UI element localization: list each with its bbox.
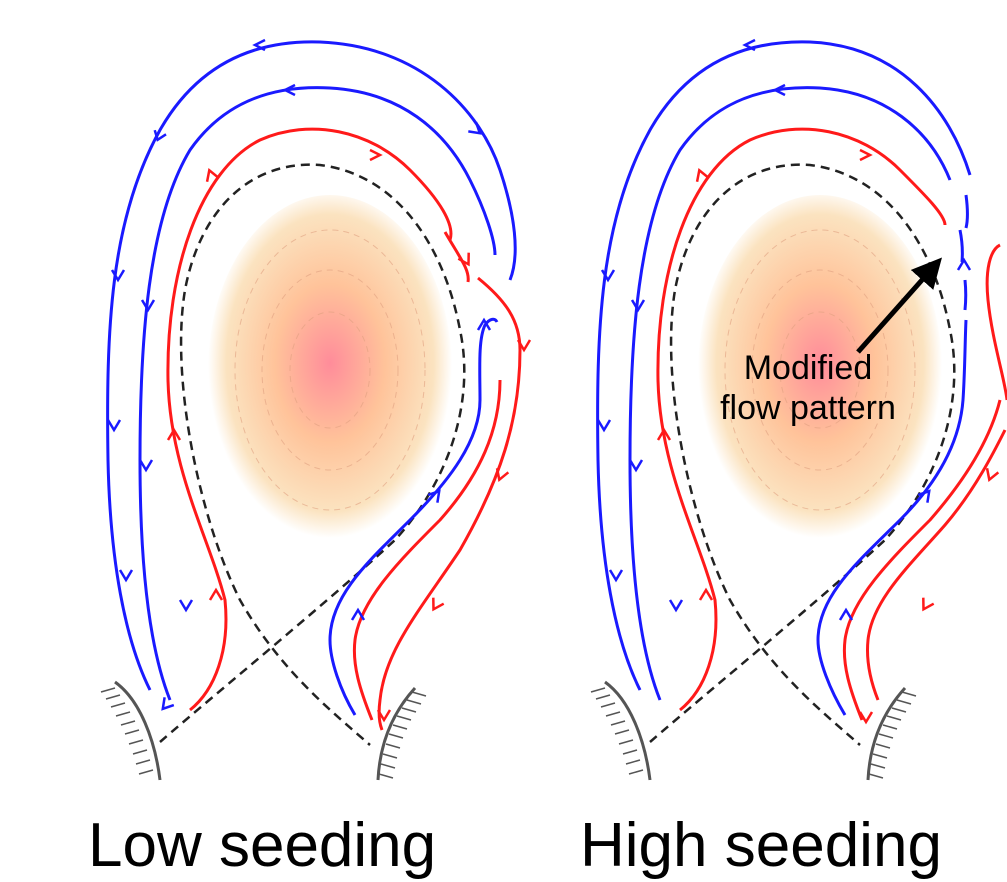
right-target-plate (866, 686, 917, 781)
plasma-core (698, 195, 942, 545)
right-target-plate (376, 686, 427, 781)
left-target-plate (100, 680, 162, 781)
annotation-line-2: flow pattern (720, 389, 896, 427)
left-target-plate (590, 680, 652, 781)
plasma-core (208, 195, 452, 545)
inner-red-flow-line (166, 127, 453, 712)
outer-flow-line (596, 40, 972, 691)
high-seeding-label: High seeding (580, 811, 942, 880)
right-red-flow-line (842, 399, 1002, 721)
second-flow-line (138, 86, 497, 701)
separatrix-line (649, 163, 956, 746)
outer-flow-line (106, 40, 517, 691)
annotation-arrow (856, 257, 942, 354)
right-red-flow-line (352, 379, 502, 721)
modified-flow-annotation: Modified flow pattern (693, 348, 923, 428)
right-blue-flow-line (816, 319, 968, 716)
separatrix-line (159, 163, 466, 746)
low-seeding-label: Low seeding (88, 811, 437, 880)
low-seeding-panel (100, 38, 532, 781)
right-lower-red-line (866, 429, 1007, 701)
right-blue-flow-line (328, 317, 499, 716)
inner-red-flow-line (656, 127, 947, 712)
high-seeding-panel (590, 38, 1007, 781)
modified-red-lobe (985, 243, 1007, 401)
modified-blue-segment (958, 194, 969, 311)
second-flow-line (628, 86, 952, 701)
annotation-line-1: Modified (743, 349, 873, 387)
